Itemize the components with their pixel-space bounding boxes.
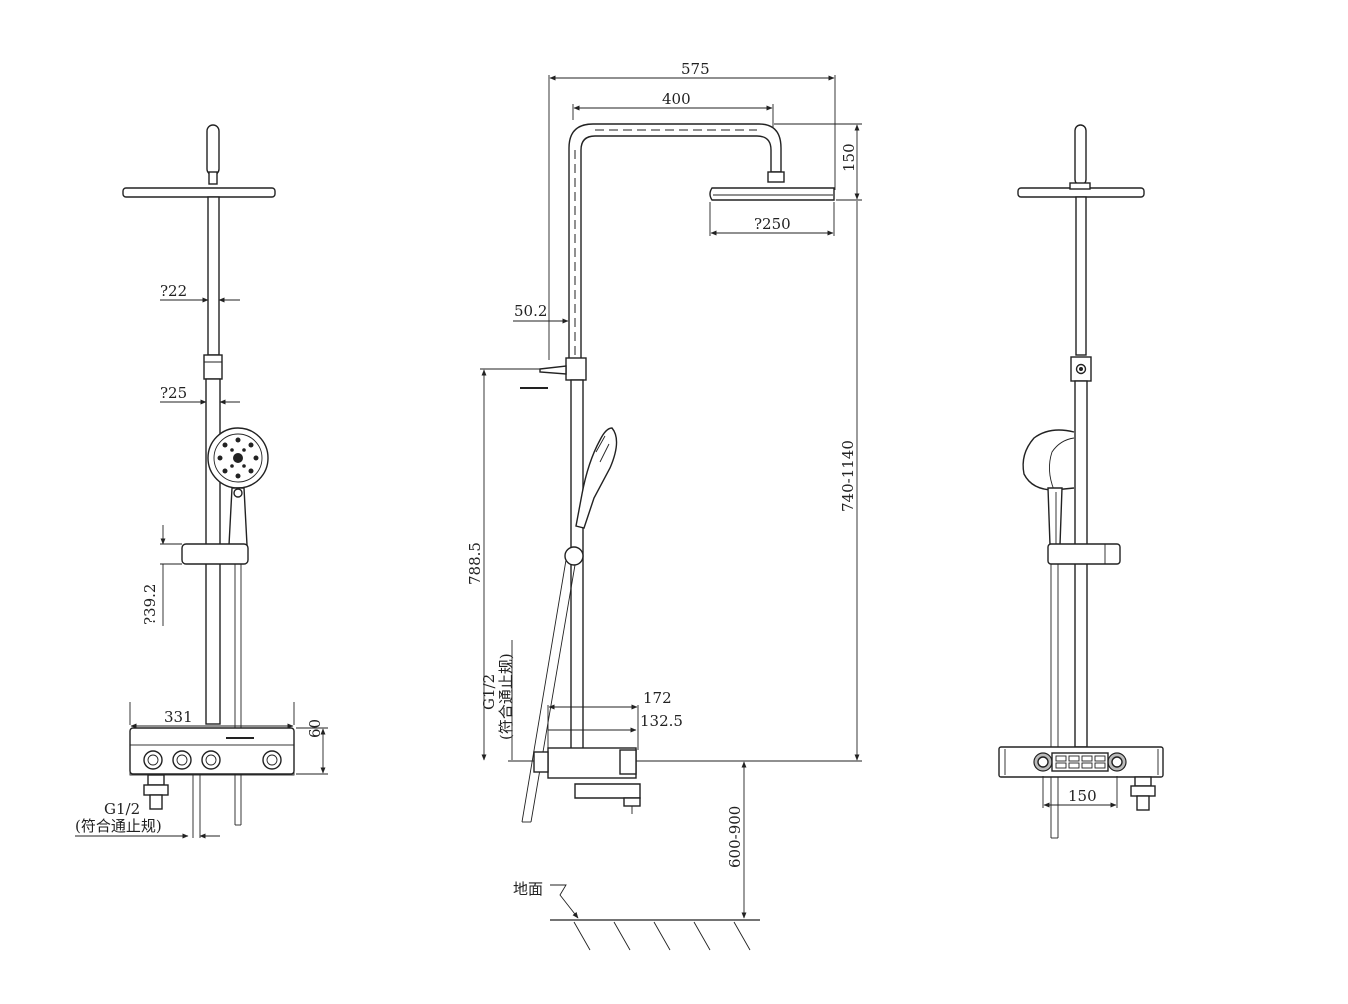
side-height-label: 788.5 <box>466 542 484 585</box>
front-knob-4 <box>262 750 282 770</box>
front-inlet-label: G1/2 <box>104 800 140 818</box>
back-hand-shower <box>1022 429 1075 491</box>
front-height-label: 60 <box>306 719 324 738</box>
side-floor-label: 地面 <box>513 880 543 898</box>
front-knob-3 <box>201 750 221 770</box>
back-slide-holder <box>1047 543 1121 565</box>
front-slide-holder <box>181 543 249 565</box>
front-knob-2 <box>172 750 192 770</box>
front-upper-bar <box>207 196 220 356</box>
side-overhead-shower <box>709 187 835 201</box>
side-arm-length-label: 400 <box>662 90 691 108</box>
back-upper-bar <box>1075 196 1087 356</box>
side-view: 575 400 150 ?250 50.2 <box>466 60 862 951</box>
front-holder-height-label: ?39.2 <box>141 584 159 625</box>
side-hand-shower <box>575 427 618 529</box>
side-spout-172-label: 172 <box>643 689 672 707</box>
front-width-label: 331 <box>164 708 193 726</box>
side-slide-holder <box>564 546 584 566</box>
back-view: 150 <box>998 124 1164 839</box>
side-spout-132-label: 132.5 <box>640 712 683 730</box>
side-height-range-label: 740-1140 <box>839 440 857 512</box>
front-pipe-diameter-label: ?25 <box>160 384 187 402</box>
side-floor-range-label: 600-900 <box>726 806 744 868</box>
side-shower-arm <box>568 123 782 360</box>
front-top-cap <box>206 124 220 176</box>
front-inlet-connector <box>143 784 169 796</box>
side-arm-drop-label: 150 <box>840 143 858 172</box>
back-display-panel-icon <box>1033 752 1127 772</box>
back-top-cap <box>1074 124 1087 186</box>
back-inlet-connector <box>1130 785 1156 797</box>
front-overhead-shower <box>122 187 276 198</box>
front-inlet-note: (符合通止规) <box>75 817 162 835</box>
side-wall-offset-label: 50.2 <box>514 302 547 320</box>
side-head-diameter-label: ?250 <box>754 215 791 233</box>
front-bar-diameter-label: ?22 <box>160 282 187 300</box>
front-connector <box>203 354 223 380</box>
side-bath-spout <box>574 783 641 799</box>
floor-hatch-icon <box>573 921 751 951</box>
side-inlet-note: (符合通止规) <box>497 653 515 740</box>
side-total-width-label: 575 <box>681 60 710 78</box>
front-knob-1 <box>143 750 163 770</box>
side-inlet-label: G1/2 <box>480 674 498 710</box>
back-width-label: 150 <box>1068 787 1097 805</box>
hand-shower-nozzles-icon <box>217 437 259 479</box>
side-wall-bracket <box>565 357 587 381</box>
front-view: ?39.2 ?22 ?25 331 60 <box>75 124 328 839</box>
